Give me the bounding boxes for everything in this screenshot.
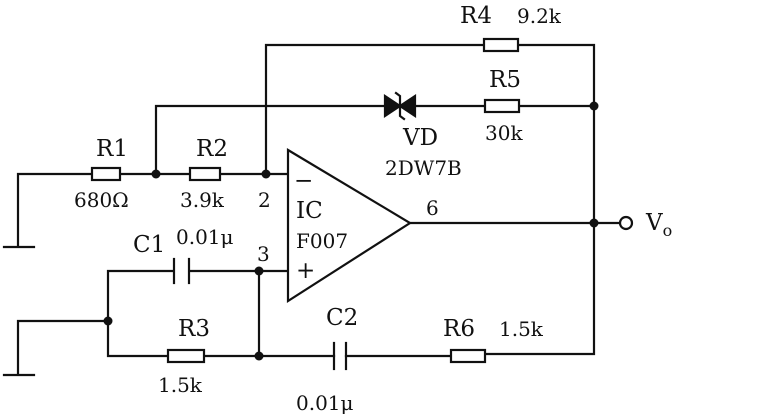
junction-output xyxy=(589,218,599,228)
wires xyxy=(16,43,622,376)
junction-node-bottom xyxy=(254,351,264,361)
resistor-r3 xyxy=(166,348,206,364)
label-vd-value: 2DW7B xyxy=(385,156,462,180)
label-r5-value: 30k xyxy=(485,121,523,145)
junction-ground-left xyxy=(103,316,113,326)
label-r1-name: R1 xyxy=(96,136,128,162)
resistor-r2 xyxy=(188,166,222,182)
resistor-r1 xyxy=(90,166,122,182)
junction-r5-right xyxy=(589,101,599,111)
label-r1-value: 680Ω xyxy=(74,188,129,212)
label-r5-name: R5 xyxy=(489,67,521,93)
resistor-r6 xyxy=(449,348,487,364)
junction-pin3 xyxy=(254,266,264,276)
wire-r5-loop xyxy=(154,104,387,176)
label-r3-name: R3 xyxy=(178,316,210,342)
wire-r4-loop xyxy=(264,43,486,176)
label-c2-name: C2 xyxy=(326,305,358,331)
label-op-amp-name: IC xyxy=(296,198,323,224)
junction-pin2 xyxy=(261,169,271,179)
label-op-amp-plus: + xyxy=(296,258,315,284)
label-r6-name: R6 xyxy=(443,316,475,342)
label-c1-name: C1 xyxy=(133,232,165,258)
label-pin-6: 6 xyxy=(426,196,439,220)
wire-ground-bottom xyxy=(16,319,110,376)
label-vd-name: VD xyxy=(402,125,438,151)
output-terminal xyxy=(618,215,634,231)
label-r4-value: 9.2k xyxy=(517,4,562,28)
resistor-r5 xyxy=(483,98,521,114)
label-pin-2: 2 xyxy=(258,188,271,212)
capacitor-c2 xyxy=(332,341,348,371)
zener-diode-vd xyxy=(383,91,417,121)
label-op-amp-minus: − xyxy=(294,168,313,194)
wire-ground-left xyxy=(16,172,94,248)
label-c1-value: 0.01μ xyxy=(176,225,234,249)
label-r4-name: R4 xyxy=(460,3,492,29)
resistor-r4 xyxy=(482,37,520,53)
label-r6-value: 1.5k xyxy=(499,317,544,341)
label-c2-value: 0.01μ xyxy=(296,391,354,415)
label-op-amp-model: F007 xyxy=(296,229,348,253)
junction-r1-r2 xyxy=(151,169,161,179)
wire-c1-left xyxy=(106,269,175,358)
op-amp-ic xyxy=(286,148,413,304)
label-output: Vo xyxy=(645,210,672,240)
label-pin-3: 3 xyxy=(257,242,270,266)
capacitor-c1 xyxy=(172,257,191,285)
label-r3-value: 1.5k xyxy=(158,373,203,397)
label-r2-value: 3.9k xyxy=(180,188,225,212)
wire-r4-right xyxy=(483,43,596,356)
label-r2-name: R2 xyxy=(196,136,228,162)
